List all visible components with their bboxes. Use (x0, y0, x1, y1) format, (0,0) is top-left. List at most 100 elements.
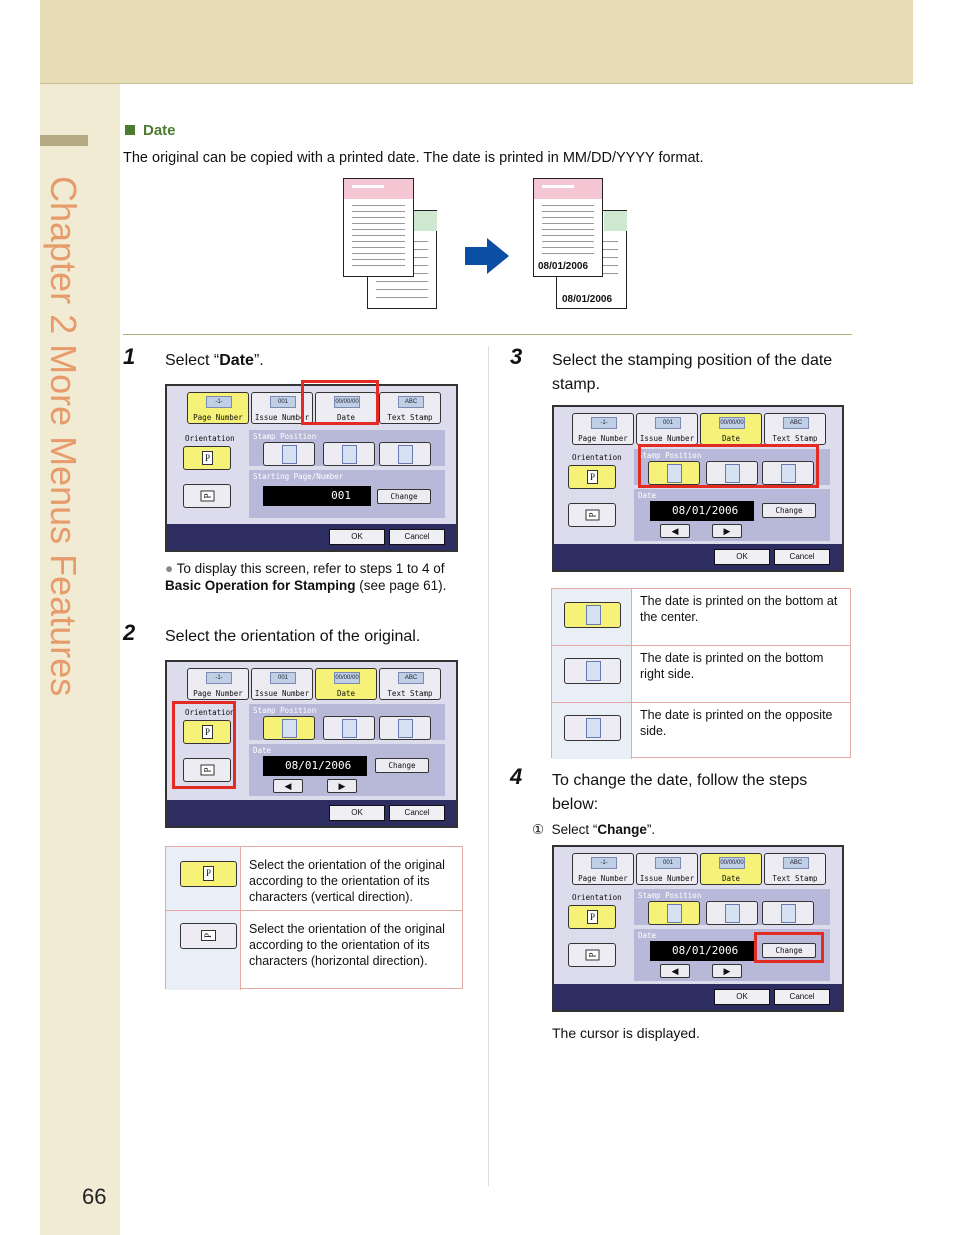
starting-page-panel: Starting Page/Number 001 Change (249, 470, 445, 518)
right-arrow-button[interactable]: ▶ (327, 779, 357, 793)
starting-number-field[interactable]: 001 (263, 486, 371, 506)
step-2-text: Select the orientation of the original. (165, 628, 421, 645)
left-arrow-button[interactable]: ◀ (660, 524, 690, 538)
stamp-position-highlight (638, 444, 819, 488)
horizontal-orientation-button[interactable]: P (568, 943, 616, 967)
change-button[interactable]: Change (375, 758, 429, 773)
orientation-highlight (172, 701, 236, 789)
ok-button[interactable]: OK (329, 805, 385, 821)
position-opposite-button[interactable] (379, 716, 431, 740)
date-field[interactable]: 08/01/2006 (650, 941, 754, 961)
orientation-label: Orientation (185, 708, 235, 717)
substep-select-change: ① Select “Change”. (532, 822, 656, 837)
position-opposite-button[interactable] (762, 901, 814, 925)
position-bottom-center-button[interactable] (648, 461, 700, 485)
position-bottom-center-button[interactable] (263, 716, 315, 740)
left-arrow-button[interactable]: ◀ (273, 779, 303, 793)
ok-button[interactable]: OK (714, 989, 770, 1005)
date-tab-highlight (301, 380, 379, 425)
stamped-date-back: 08/01/2006 (562, 294, 613, 305)
page-number: 66 (82, 1184, 107, 1209)
position-opposite-side-description: The date is printed on the opposite side… (640, 708, 833, 738)
cancel-button[interactable]: Cancel (774, 549, 830, 565)
tab-page-number[interactable]: -1-Page Number (187, 668, 249, 700)
table-row: P Select the orientation of the original… (166, 910, 462, 990)
tab-page-number[interactable]: -1-Page Number (187, 392, 249, 424)
stamped-page-front: 08/01/2006 (533, 178, 603, 277)
step-1-number: 1 (123, 344, 136, 369)
square-bullet-icon (125, 125, 135, 135)
table-row: The date is printed on the bottom at the… (552, 589, 850, 645)
column-divider (488, 346, 489, 1186)
cancel-button[interactable]: Cancel (389, 529, 445, 545)
chapter-title: Chapter 2 More Menus Features (43, 176, 84, 697)
change-button[interactable]: Change (762, 503, 816, 518)
position-bottom-center-button[interactable] (263, 442, 315, 466)
table-row: The date is printed on the bottom right … (552, 645, 850, 702)
date-field[interactable]: 08/01/2006 (263, 756, 367, 776)
position-bottom-right-description: The date is printed on the bottom right … (640, 651, 824, 681)
change-button[interactable]: Change (762, 943, 816, 958)
orientation-table: P Select the orientation of the original… (165, 846, 463, 990)
position-opposite-button[interactable] (379, 442, 431, 466)
vertical-orientation-button[interactable]: P (568, 465, 616, 489)
cancel-button[interactable]: Cancel (774, 989, 830, 1005)
left-arrow-button[interactable]: ◀ (660, 964, 690, 978)
cursor-note: The cursor is displayed. (552, 1025, 700, 1041)
stamp-position-panel: Stamp Position (249, 704, 445, 740)
original-page-front (343, 178, 414, 277)
position-bottom-right-button[interactable] (323, 716, 375, 740)
step-4-number: 4 (510, 764, 523, 789)
table-row: The date is printed on the opposite side… (552, 702, 850, 759)
position-table: The date is printed on the bottom at the… (551, 588, 851, 759)
horizontal-orientation-button[interactable]: P (183, 758, 231, 782)
tab-page-number[interactable]: -1-Page Number (572, 853, 634, 885)
position-bottom-center-button[interactable] (648, 901, 700, 925)
bottom-right-position-icon (564, 658, 621, 684)
right-arrow-button[interactable]: ▶ (712, 524, 742, 538)
ok-button[interactable]: OK (714, 549, 770, 565)
position-bottom-right-button[interactable] (706, 901, 758, 925)
vertical-orientation-button[interactable]: P (183, 446, 231, 470)
position-opposite-button[interactable] (762, 461, 814, 485)
position-bottom-right-button[interactable] (323, 442, 375, 466)
orientation-label: Orientation (185, 434, 235, 443)
tab-page-number[interactable]: -1-Page Number (572, 413, 634, 445)
stamp-position-panel: Stamp Position (249, 430, 445, 466)
cancel-button[interactable]: Cancel (389, 805, 445, 821)
right-arrow-button[interactable]: ▶ (712, 964, 742, 978)
section-intro: The original can be copied with a printe… (123, 150, 704, 166)
date-field[interactable]: 08/01/2006 (650, 501, 754, 521)
stamped-date-front: 08/01/2006 (538, 261, 589, 272)
vertical-orientation-button[interactable]: P (183, 720, 231, 744)
vertical-orientation-button[interactable]: P (568, 905, 616, 929)
horizontal-orientation-button[interactable]: P (568, 503, 616, 527)
step-2-number: 2 (123, 620, 136, 645)
position-bottom-right-button[interactable] (706, 461, 758, 485)
position-bottom-center-description: The date is printed on the bottom at the… (640, 594, 838, 624)
ok-button[interactable]: OK (329, 529, 385, 545)
horizontal-orientation-button[interactable]: P (183, 484, 231, 508)
step-3-number: 3 (510, 344, 523, 369)
step-4-text: To change the date, follow the steps bel… (552, 772, 808, 813)
header-band (40, 0, 913, 84)
side-band (40, 84, 120, 1235)
section-heading: Date (125, 122, 176, 139)
date-panel: Date 08/01/2006 Change ◀ ▶ (634, 489, 830, 541)
change-button-highlight (754, 932, 824, 963)
change-button[interactable]: Change (377, 489, 431, 504)
